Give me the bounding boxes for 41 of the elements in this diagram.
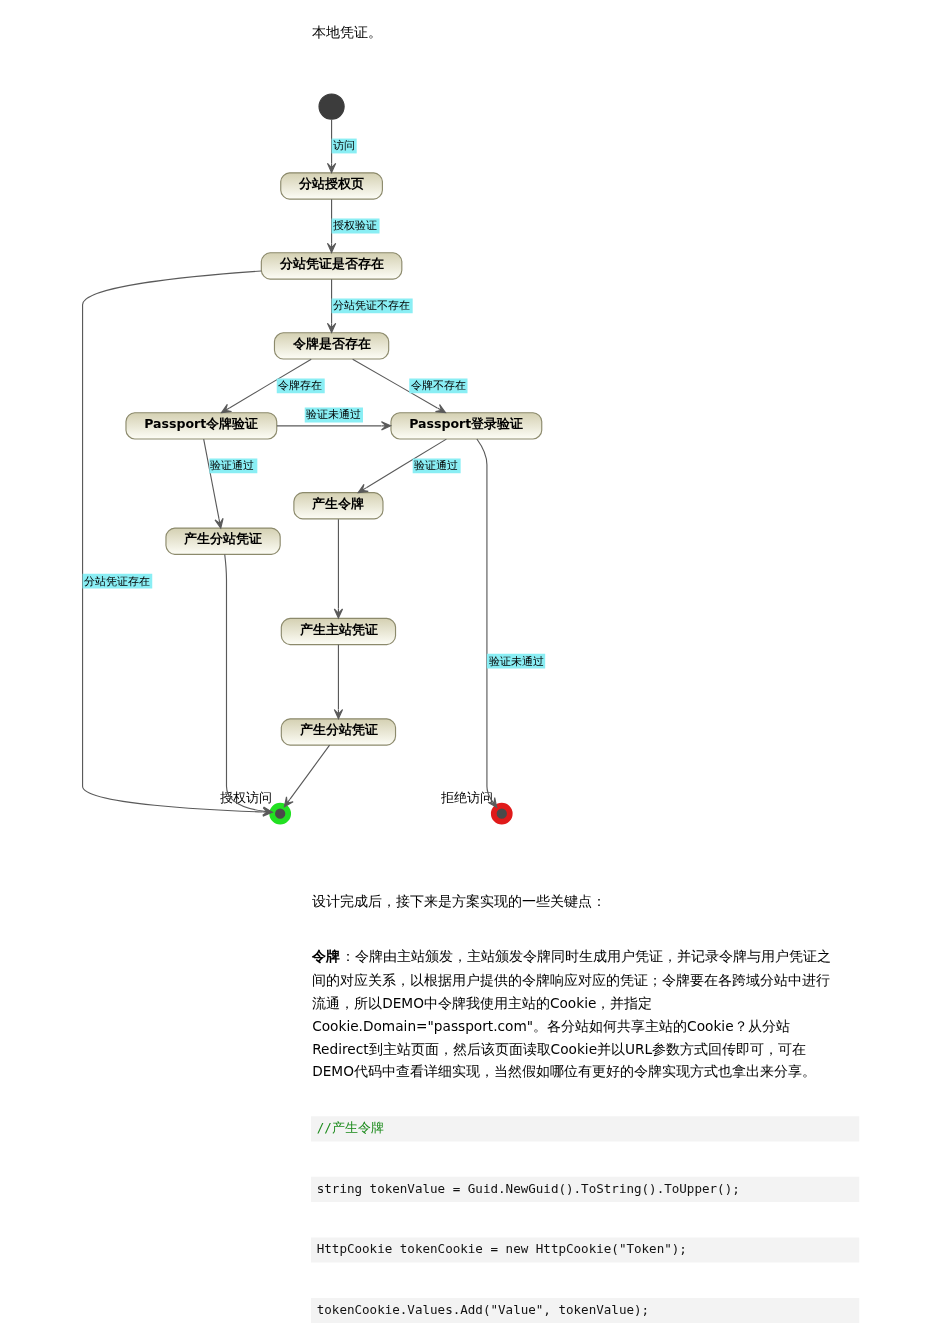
arrow	[326, 198, 336, 254]
edge-label: 分站凭证存在	[83, 573, 150, 588]
node-box: 产生分站凭证	[164, 527, 281, 555]
node-label: 授权访问	[219, 789, 272, 805]
arrow	[333, 644, 343, 720]
arrow	[475, 438, 497, 808]
node-box: 分站凭证是否存在	[260, 252, 402, 280]
edge-label: 验证未通过	[488, 653, 544, 668]
edge-label: 验证未通过	[305, 407, 361, 422]
edge-label: 授权验证	[332, 218, 377, 233]
edge-label: 令牌存在	[277, 378, 322, 393]
arrow	[202, 438, 224, 529]
arrow	[326, 278, 336, 333]
node-box: 分站授权页	[279, 172, 383, 200]
node-box: Passport令牌验证	[124, 412, 277, 440]
arrow	[333, 518, 343, 619]
node-box: 产生主站凭证	[280, 617, 396, 646]
label: 本地凭证。	[311, 24, 382, 41]
node-box: Passport登录验证	[389, 412, 542, 440]
edge-label: 验证通过	[210, 458, 254, 473]
arrow	[351, 358, 446, 414]
arrow	[283, 744, 330, 808]
edge-label: 令牌不存在	[410, 378, 466, 393]
node-box: 产生令牌	[292, 492, 384, 520]
node-circle	[490, 802, 513, 825]
edge-label: 访问	[332, 138, 355, 153]
label: //产生令牌	[316, 1120, 384, 1136]
node-box: 产生分站凭证	[280, 718, 396, 746]
edge-label: 分站凭证不存在	[332, 298, 410, 313]
label: HttpCookie tokenCookie = new HttpCookie("Token");	[316, 1241, 687, 1257]
label: tokenCookie.Values.Add("Value", tokenValue);	[316, 1301, 649, 1317]
node-circle	[317, 93, 345, 120]
node-label: 拒绝访问	[440, 789, 493, 805]
arrow	[275, 421, 391, 431]
arrow	[326, 118, 336, 174]
node-box: 令牌是否存在	[273, 332, 389, 360]
node-circle	[268, 802, 291, 825]
label: 令牌：令牌由主站颁发，主站颁发令牌同时生成用户凭证，并记录令牌与用户凭证之间的对应关系，以根据用户提供的令牌响应对应的凭证；令牌要在各跨域分站中进行流通，所以DEMO中令牌我使用主站的Cookie，并指定Cookie.Domain="passport.com"。各分站如何共享主站的Cookie？从分站Redirect到主站页面，然后该页面读取Cookie并以URL参数方式回传即可，可在DEMO代码中查看详细实现，当然假如哪位有更好的令牌实现方式也拿出来分享。	[311, 948, 831, 1080]
label: 设计完成后，接下来是方案实现的一些关键点：	[311, 893, 606, 910]
edge-label: 验证通过	[413, 458, 458, 473]
label: string tokenValue = Guid.NewGuid().ToString().ToUpper();	[316, 1180, 740, 1196]
